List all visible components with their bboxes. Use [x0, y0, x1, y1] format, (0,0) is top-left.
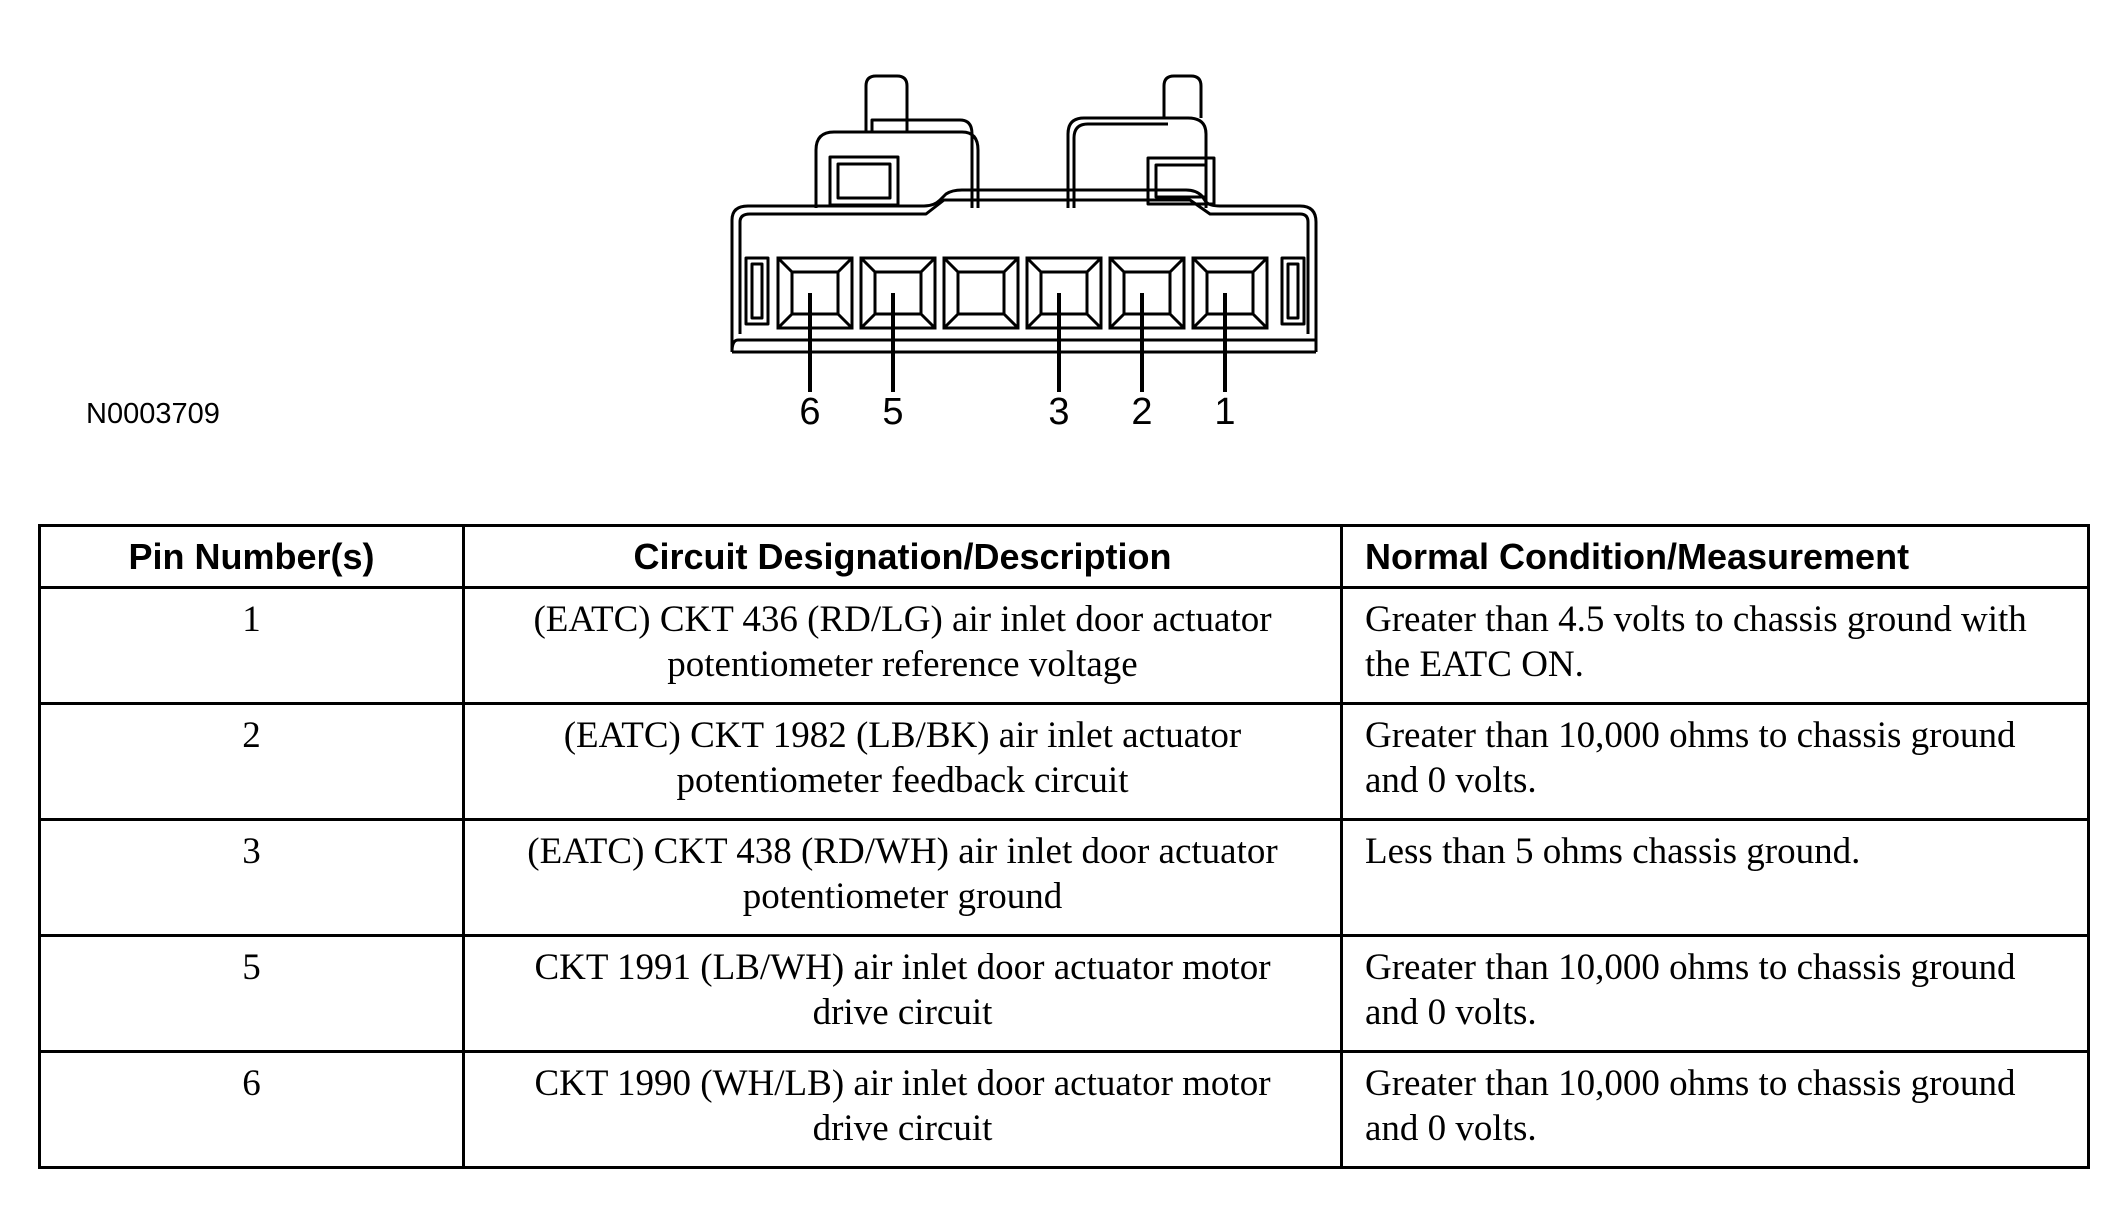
pin-label: 3	[1048, 391, 1069, 433]
pin-cavity	[776, 256, 854, 330]
pin-number-cell: 1	[38, 586, 465, 705]
pin-cavity	[1191, 256, 1269, 330]
pin-label: 1	[1214, 391, 1235, 433]
pin-cavity	[859, 256, 937, 330]
measurement-cell: Less than 5 ohms chassis ground.	[1340, 818, 2090, 937]
pin-number-cell: 6	[38, 1050, 465, 1169]
connector-diagram: 6 5 3 2 1	[730, 74, 1318, 433]
table-row: 3 (EATC) CKT 438 (RD/WH) air inlet door …	[38, 818, 2090, 937]
pin-label: 2	[1131, 391, 1152, 433]
right-lock-window	[1146, 156, 1216, 206]
measurement-cell: Greater than 4.5 volts to chassis ground…	[1340, 586, 2090, 705]
right-lock-tab	[1066, 116, 1208, 208]
left-lock-tab	[814, 130, 980, 208]
measurement-cell: Greater than 10,000 ohms to chassis grou…	[1340, 702, 2090, 821]
header-circuit-description: Circuit Designation/Description	[462, 524, 1343, 589]
left-end-slot	[744, 256, 770, 326]
table-row: 6 CKT 1990 (WH/LB) air inlet door actuat…	[38, 1050, 2090, 1169]
table-header-row: Pin Number(s) Circuit Designation/Descri…	[38, 524, 2090, 589]
pin-label: 6	[799, 391, 820, 433]
header-normal-condition: Normal Condition/Measurement	[1340, 524, 2090, 589]
table-row: 1 (EATC) CKT 436 (RD/LG) air inlet door …	[38, 586, 2090, 705]
pin-number-cell: 3	[38, 818, 465, 937]
pin-cavity	[1108, 256, 1186, 330]
table-row: 5 CKT 1991 (LB/WH) air inlet door actuat…	[38, 934, 2090, 1053]
measurement-cell: Greater than 10,000 ohms to chassis grou…	[1340, 934, 2090, 1053]
connector-body	[730, 188, 1318, 352]
circuit-description-cell: CKT 1991 (LB/WH) air inlet door actuator…	[462, 934, 1343, 1053]
pin-label: 5	[882, 391, 903, 433]
pin-number-cell: 2	[38, 702, 465, 821]
measurement-cell: Greater than 10,000 ohms to chassis grou…	[1340, 1050, 2090, 1169]
circuit-description-cell: (EATC) CKT 1982 (LB/BK) air inlet actuat…	[462, 702, 1343, 821]
circuit-description-cell: (EATC) CKT 438 (RD/WH) air inlet door ac…	[462, 818, 1343, 937]
right-end-slot	[1280, 256, 1306, 326]
figure-id: N0003709	[86, 398, 220, 430]
circuit-description-cell: CKT 1990 (WH/LB) air inlet door actuator…	[462, 1050, 1343, 1169]
pin-cavity	[1025, 256, 1103, 330]
table-row: 2 (EATC) CKT 1982 (LB/BK) air inlet actu…	[38, 702, 2090, 821]
header-pin-number: Pin Number(s)	[38, 524, 465, 589]
pin-cavity	[942, 256, 1020, 330]
circuit-description-cell: (EATC) CKT 436 (RD/LG) air inlet door ac…	[462, 586, 1343, 705]
pin-number-cell: 5	[38, 934, 465, 1053]
pin-table: Pin Number(s) Circuit Designation/Descri…	[38, 524, 2090, 1169]
